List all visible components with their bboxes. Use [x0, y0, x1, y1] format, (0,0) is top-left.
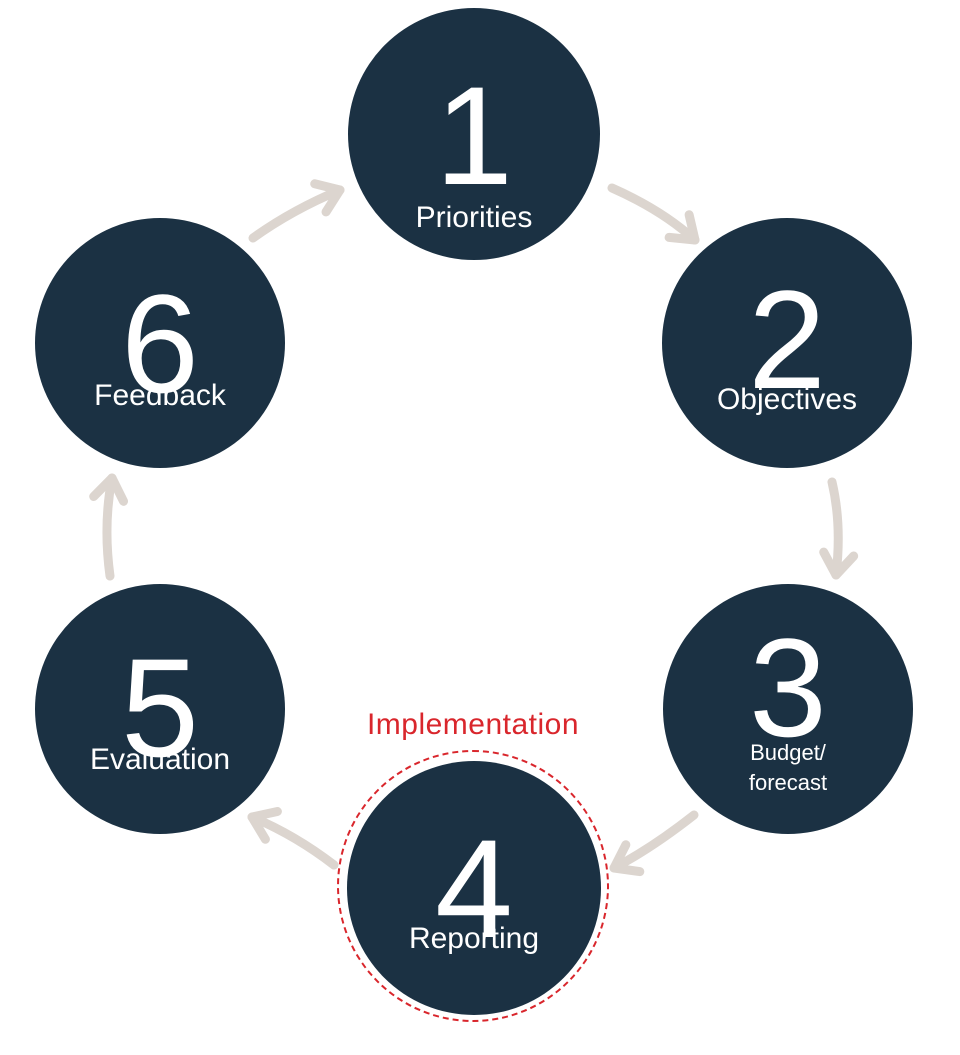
- step-6-label: Feedback: [94, 379, 226, 412]
- step-5-label: Evaluation: [89, 743, 231, 776]
- arrow-4-to-5-head: [247, 807, 282, 844]
- step-3-label: Budget/ forecast: [748, 740, 828, 795]
- step-3-number: 3: [749, 609, 827, 766]
- step-2-label: Objectives: [716, 383, 858, 416]
- arrow-5-to-6-head: [89, 473, 128, 506]
- step-6-circle: 6 Feedback: [35, 218, 285, 468]
- arrow-3-to-4-head: [609, 840, 645, 877]
- implementation-highlight-ring: [337, 750, 609, 1022]
- step-2-circle: 2 Objectives: [662, 218, 912, 468]
- arrow-2-to-3-head: [819, 547, 859, 580]
- step-5-number: 5: [121, 629, 199, 786]
- step-5-circle: 5 Evaluation: [35, 584, 285, 834]
- step-6-number: 6: [121, 265, 199, 422]
- arrow-4-to-5: [247, 807, 339, 870]
- step-3-circle: 3 Budget/ forecast: [663, 584, 913, 834]
- step-2-number: 2: [748, 261, 826, 418]
- arrow-3-to-4: [609, 810, 699, 877]
- step-1-number: 1: [435, 57, 513, 214]
- step-1-circle: 1 Priorities: [348, 8, 600, 260]
- arrow-2-to-3: [819, 477, 859, 580]
- implementation-label: Implementation: [366, 708, 580, 741]
- arrow-1-to-2: [607, 183, 700, 245]
- arrow-1-to-2-head: [664, 210, 700, 245]
- arrow-5-to-6: [89, 473, 128, 581]
- arrow-6-to-1-head: [310, 179, 345, 217]
- arrow-6-to-1: [248, 179, 345, 243]
- step-1-label: Priorities: [415, 201, 533, 234]
